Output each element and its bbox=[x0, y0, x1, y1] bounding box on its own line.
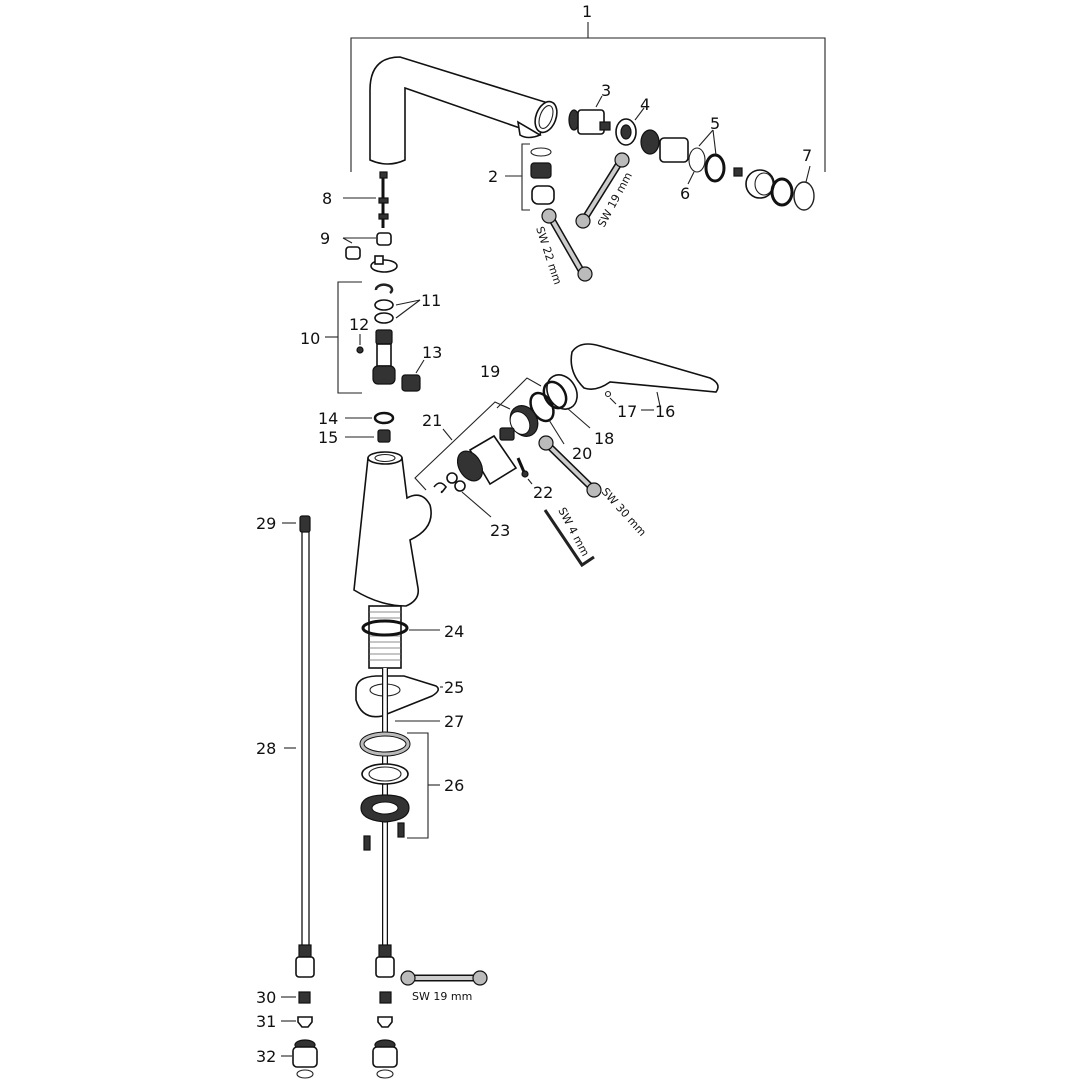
part-23-seals bbox=[446, 472, 466, 492]
wrench-sw22-icon bbox=[541, 208, 593, 282]
callout-31: 31 bbox=[256, 1012, 276, 1031]
wrench-sw19-top-icon bbox=[575, 152, 630, 229]
callout-17: 17 bbox=[617, 402, 637, 421]
group-bracket-19 bbox=[496, 377, 542, 409]
part-7-cap bbox=[793, 181, 815, 211]
callout-7: 7 bbox=[802, 146, 812, 165]
oring bbox=[770, 177, 794, 207]
callout-21: 21 bbox=[422, 411, 442, 430]
threaded-shank bbox=[368, 605, 402, 669]
threaded-ring bbox=[733, 167, 775, 199]
part-5-oring bbox=[704, 153, 726, 183]
part-13-nut bbox=[401, 374, 421, 392]
part-31-insert-left bbox=[297, 1016, 313, 1028]
callout-2: 2 bbox=[488, 167, 498, 186]
callout-12: 12 bbox=[349, 315, 369, 334]
group-bracket-26 bbox=[407, 732, 429, 839]
part-24-oring bbox=[361, 619, 409, 637]
callout-8: 8 bbox=[322, 189, 332, 208]
part-16-lever-handle bbox=[570, 343, 719, 393]
callout-4: 4 bbox=[640, 95, 650, 114]
spout bbox=[369, 56, 558, 165]
group-bracket-10 bbox=[337, 281, 362, 394]
part-14-oring bbox=[373, 411, 395, 425]
wrench-sw19-bottom-icon bbox=[400, 970, 488, 986]
clip bbox=[433, 482, 448, 494]
group-bracket-1 bbox=[350, 22, 826, 172]
part-26-mounting-set bbox=[359, 731, 411, 851]
part-17-grub-screw bbox=[604, 390, 612, 398]
part-31-insert-right bbox=[377, 1016, 393, 1028]
part-4-ring bbox=[615, 118, 689, 163]
callout-16: 16 bbox=[655, 402, 675, 421]
part-30-filter-left bbox=[298, 991, 311, 1004]
group-bracket-21 bbox=[414, 401, 511, 491]
callout-24: 24 bbox=[444, 622, 464, 641]
callout-18: 18 bbox=[594, 429, 614, 448]
callout-5: 5 bbox=[710, 114, 720, 133]
callout-28: 28 bbox=[256, 739, 276, 758]
part-25-base-plate bbox=[355, 675, 440, 718]
part-6-seal bbox=[688, 147, 706, 173]
callout-22: 22 bbox=[533, 483, 553, 502]
callout-27: 27 bbox=[444, 712, 464, 731]
tool-label-sw19-bottom: SW 19 mm bbox=[412, 990, 472, 1003]
faucet-body bbox=[353, 451, 432, 607]
part-8-rod bbox=[378, 171, 389, 228]
callout-23: 23 bbox=[490, 521, 510, 540]
part-15-check-valve bbox=[377, 429, 391, 443]
part-22-screw bbox=[516, 457, 529, 478]
part-30-filter-right bbox=[379, 991, 392, 1004]
callout-3: 3 bbox=[601, 81, 611, 100]
callout-26: 26 bbox=[444, 776, 464, 795]
callout-30: 30 bbox=[256, 988, 276, 1007]
callout-15: 15 bbox=[318, 428, 338, 447]
callout-13: 13 bbox=[422, 343, 442, 362]
wrench-sw30-icon bbox=[538, 435, 602, 498]
allen-key-sw4-icon bbox=[543, 509, 595, 568]
part-3-diverter bbox=[568, 109, 611, 135]
callout-1: 1 bbox=[582, 2, 592, 21]
callout-10: 10 bbox=[300, 329, 320, 348]
hose-right bbox=[375, 944, 395, 978]
part-2-aerator-set bbox=[521, 143, 555, 211]
part-32-adapter-left bbox=[292, 1039, 318, 1079]
tool-label-sw30: SW 30 mm bbox=[599, 485, 649, 538]
callout-25: 25 bbox=[444, 678, 464, 697]
callout-19: 19 bbox=[480, 362, 500, 381]
part-28-hose-left bbox=[295, 515, 315, 978]
callout-20: 20 bbox=[572, 444, 592, 463]
part-32-adapter-right bbox=[372, 1039, 398, 1079]
callout-9: 9 bbox=[320, 229, 330, 248]
tool-label-sw19-top: SW 19 mm bbox=[595, 170, 635, 229]
swivel-sleeve bbox=[372, 283, 396, 385]
callout-14: 14 bbox=[318, 409, 338, 428]
callout-32: 32 bbox=[256, 1047, 276, 1066]
callout-11: 11 bbox=[421, 291, 441, 310]
callout-6: 6 bbox=[680, 184, 690, 203]
part-12-screw bbox=[356, 346, 364, 354]
part-9-nuts bbox=[345, 232, 398, 273]
cartridge bbox=[456, 427, 518, 486]
callout-29: 29 bbox=[256, 514, 276, 533]
